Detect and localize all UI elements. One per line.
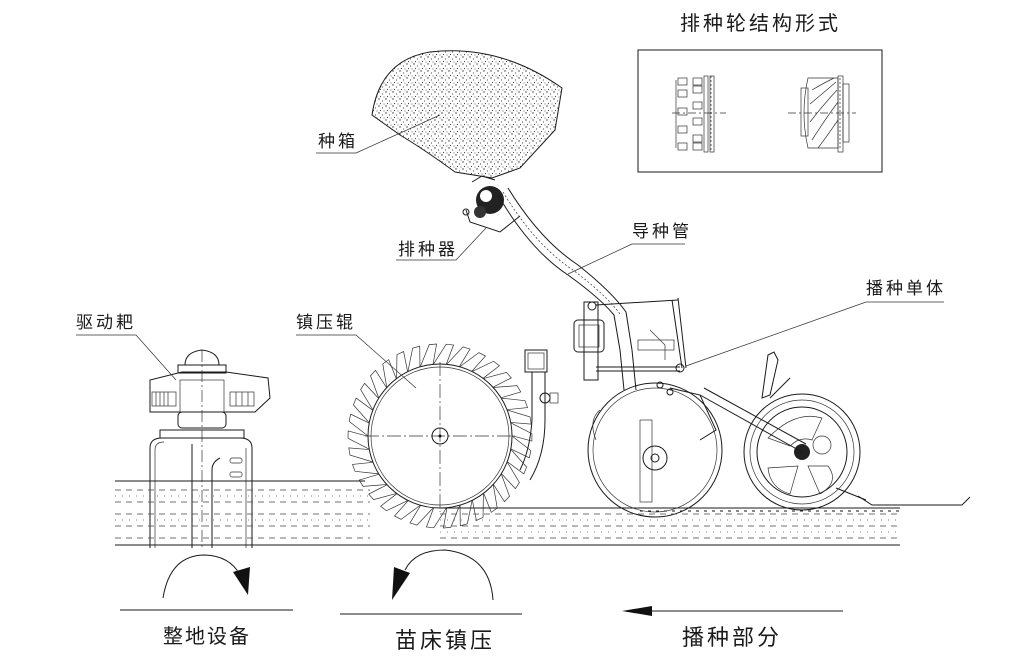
label-seed-tube: 导种管 <box>632 222 692 242</box>
rotation-arrow-icon <box>392 567 410 600</box>
label-drive-harrow: 驱动耙 <box>76 313 136 333</box>
inset-title: 排种轮结构形式 <box>680 11 841 35</box>
drive-harrow <box>149 349 271 548</box>
roller-tooth <box>393 500 421 520</box>
roller-tooth <box>348 447 373 463</box>
roller-tooth <box>358 473 387 487</box>
roller-tooth <box>352 461 379 475</box>
label-press-roller: 镇压辊 <box>296 313 356 333</box>
roller-tooth <box>510 422 533 442</box>
direction-arrow-icon <box>622 606 652 616</box>
seed-tube <box>497 187 637 391</box>
roller-tooth <box>409 505 434 526</box>
roller-tooth <box>510 435 532 459</box>
roller-tooth <box>507 409 532 425</box>
section-seedbed-press: 苗床镇压 <box>340 549 522 654</box>
roller-tooth <box>348 413 370 437</box>
roller-tooth <box>419 343 438 367</box>
roller-tooth <box>433 343 455 365</box>
section-seeding: 播种部分 <box>622 606 843 651</box>
seed-meter <box>462 175 521 233</box>
roller-tooth <box>507 448 527 475</box>
roller-tooth <box>483 371 512 388</box>
rotation-arrow-icon <box>233 567 250 595</box>
roller-tooth <box>471 360 500 379</box>
roller-tooth <box>459 500 473 527</box>
roller-tooth <box>483 484 498 513</box>
roller-tooth <box>446 346 471 367</box>
label-seeding-unit: 播种单体 <box>866 279 946 299</box>
roller-tooth <box>493 385 522 399</box>
press-roller <box>347 343 559 529</box>
gauge-wheel <box>699 351 971 511</box>
roller-tooth <box>425 507 447 529</box>
label-seeding: 播种部分 <box>682 626 782 651</box>
roller-tooth <box>493 473 510 503</box>
roller-tooth <box>442 505 461 529</box>
roller-tooth <box>501 397 528 411</box>
seed-wheel-front-view <box>788 75 856 153</box>
seeding-unit <box>573 297 687 381</box>
label-seed-box: 种箱 <box>318 132 358 152</box>
roller-tooth <box>360 382 379 411</box>
roller-tooth <box>459 352 487 372</box>
soil-layers <box>115 480 900 546</box>
label-seedbed-press: 苗床镇压 <box>395 629 495 654</box>
callouts: 种箱 排种器 导种管 播种单体 驱动耙 镇压辊 <box>76 114 946 389</box>
section-soil-prep: 整地设备 <box>120 554 293 648</box>
seed-box <box>371 50 563 179</box>
label-soil-prep: 整地设备 <box>163 624 251 648</box>
roller-tooth <box>380 493 409 512</box>
roller-tooth <box>368 484 397 501</box>
roller-tooth <box>347 430 370 450</box>
roller-tooth <box>353 397 373 424</box>
roller-tooth <box>501 461 520 490</box>
seed-wheel-side-view <box>672 75 726 153</box>
inset-frame <box>637 49 883 173</box>
seed-wheel-inset: 排种轮结构形式 <box>637 11 883 173</box>
roller-tooth <box>472 493 484 522</box>
label-seed-meter: 排种器 <box>398 240 458 260</box>
roller-tooth <box>382 359 397 388</box>
roller-tooth <box>407 345 421 372</box>
roller-tooth <box>396 350 408 379</box>
opener-disc <box>587 381 723 518</box>
roller-tooth <box>370 369 387 399</box>
